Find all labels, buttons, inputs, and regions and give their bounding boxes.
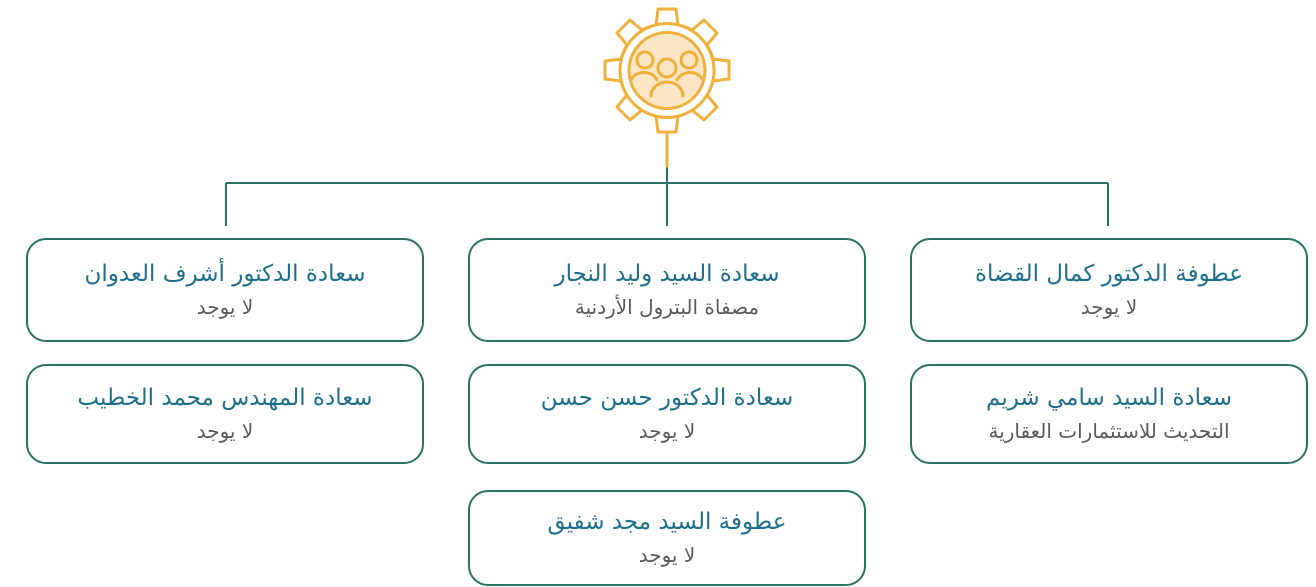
member-card: سعادة الدكتور حسن حسن لا يوجد <box>468 364 866 464</box>
member-card: سعادة الدكتور أشرف العدوان لا يوجد <box>26 238 424 342</box>
member-name: سعادة السيد وليد النجار <box>554 261 780 288</box>
member-card: سعادة المهندس محمد الخطيب لا يوجد <box>26 364 424 464</box>
member-name: سعادة الدكتور حسن حسن <box>540 385 794 412</box>
member-card: سعادة السيد وليد النجار مصفاة البترول ال… <box>468 238 866 342</box>
member-name: سعادة السيد سامي شريم <box>986 385 1232 412</box>
member-name: سعادة الدكتور أشرف العدوان <box>84 261 366 288</box>
member-organization: لا يوجد <box>196 418 254 443</box>
member-name: سعادة المهندس محمد الخطيب <box>77 385 373 412</box>
member-organization: التحديث للاستثمارات العقارية <box>988 418 1230 443</box>
gear-with-people-icon <box>603 7 731 168</box>
member-organization: لا يوجد <box>638 418 696 443</box>
member-organization: لا يوجد <box>1080 294 1138 319</box>
people-icon <box>629 50 705 98</box>
member-card: عطوفة السيد مجد شفيق لا يوجد <box>468 490 866 586</box>
member-organization: لا يوجد <box>638 542 696 567</box>
member-name: عطوفة السيد مجد شفيق <box>547 509 787 536</box>
member-name: عطوفة الدكتور كمال القضاة <box>974 261 1244 288</box>
member-card: عطوفة الدكتور كمال القضاة لا يوجد <box>910 238 1308 342</box>
member-organization: لا يوجد <box>196 294 254 319</box>
member-card: سعادة السيد سامي شريم التحديث للاستثمارا… <box>910 364 1308 464</box>
member-organization: مصفاة البترول الأردنية <box>574 294 760 319</box>
